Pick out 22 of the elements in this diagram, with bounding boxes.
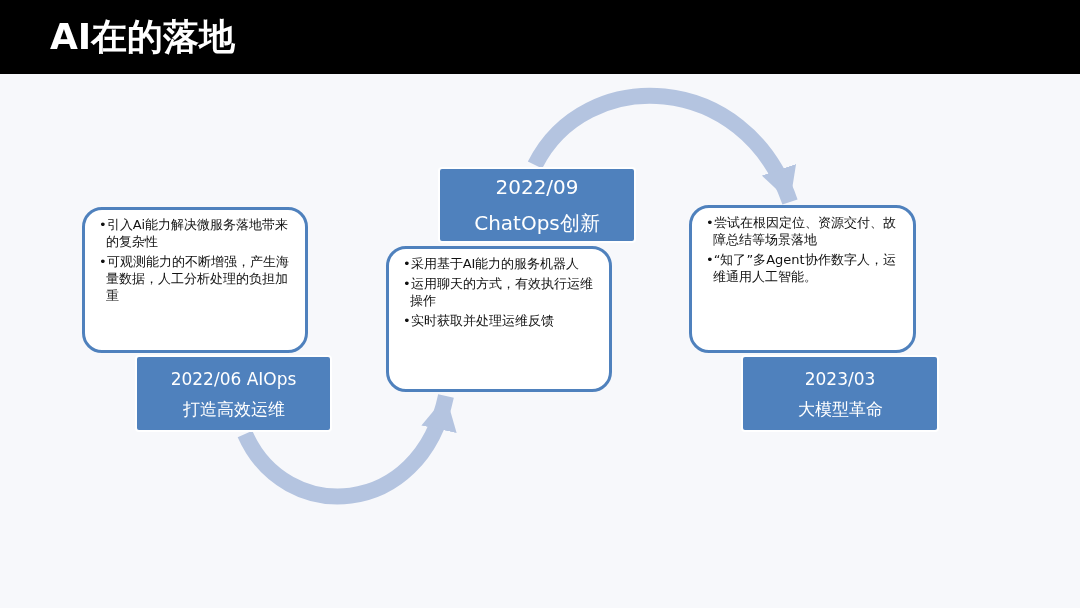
bullet-item: •引入Ai能力解决微服务落地带来的复杂性	[99, 216, 290, 250]
bullet-box	[386, 246, 612, 392]
bullet-box	[82, 207, 308, 353]
bullet-item: •采用基于AI能力的服务机器人	[403, 255, 581, 272]
curved-arrow	[528, 88, 798, 206]
bullet-box	[689, 205, 916, 353]
bullet-item: •尝试在根因定位、资源交付、故障总结等场景落地	[706, 214, 897, 248]
curved-arrow	[238, 393, 454, 505]
milestone-box	[741, 355, 939, 432]
milestone-box	[135, 355, 332, 432]
milestone-text: ChatOps创新	[473, 210, 601, 237]
milestone-text: 2022/06 AIOps	[169, 367, 298, 391]
milestone-text: 大模型革命	[796, 397, 884, 421]
milestone-text: 2022/09	[494, 174, 580, 201]
milestone-box	[438, 167, 636, 243]
milestone-text: 打造高效运维	[181, 397, 286, 421]
milestone-text: 2023/03	[803, 367, 877, 391]
bullet-item: •可观测能力的不断增强，产生海量数据，人工分析处理的负担加重	[99, 253, 290, 304]
bullet-item: •“知了”多Agent协作数字人，运维通用人工智能。	[706, 251, 897, 285]
bullet-item: •运用聊天的方式，有效执行运维操作	[403, 275, 594, 309]
bullet-item: •实时获取并处理运维反馈	[403, 312, 555, 329]
title: AI在的落地	[50, 15, 236, 59]
